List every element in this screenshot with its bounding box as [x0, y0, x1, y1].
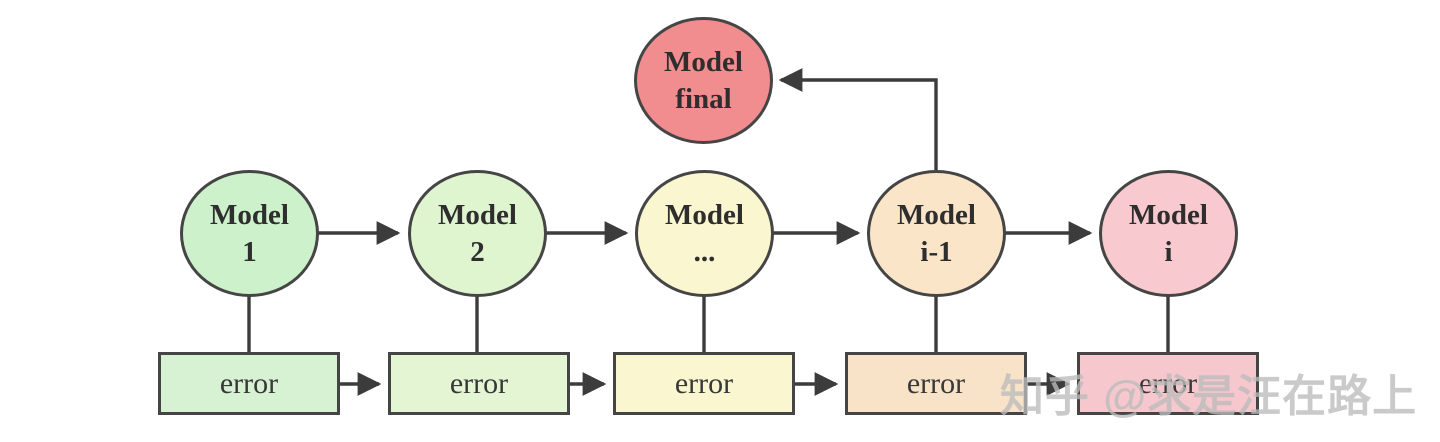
- error-box-2: error: [388, 352, 570, 415]
- model-ellipsis-label-line2: ...: [693, 235, 716, 268]
- model-final-label-line1: Model: [664, 46, 743, 79]
- error-box-2-label: error: [449, 366, 509, 400]
- model-2-label-line1: Model: [438, 199, 517, 232]
- model-final-node: Model final: [634, 17, 773, 144]
- model-final-label-line2: final: [675, 82, 732, 115]
- model-i-minus-1-label-line2: i-1: [920, 235, 953, 268]
- error-box-3-label: error: [674, 366, 734, 400]
- error-box-1: error: [158, 352, 340, 415]
- model-2-label-line2: 2: [470, 235, 485, 268]
- model-ellipsis-node: Model ...: [635, 170, 774, 297]
- model-1-node: Model 1: [180, 170, 319, 297]
- model-i-minus-1-label-line1: Model: [897, 199, 976, 232]
- error-box-5: error: [1077, 352, 1259, 415]
- model-ellipsis-label-line1: Model: [665, 199, 744, 232]
- model-1-label-line1: Model: [210, 199, 289, 232]
- model-2-node: Model 2: [408, 170, 547, 297]
- error-box-1-label: error: [219, 366, 279, 400]
- model-i-label-line2: i: [1164, 235, 1173, 268]
- model-i-minus-1-node: Model i-1: [867, 170, 1006, 297]
- error-box-4: error: [845, 352, 1027, 415]
- model-i-node: Model i: [1099, 170, 1238, 297]
- model-1-label-line2: 1: [242, 235, 257, 268]
- error-box-5-label: error: [1138, 366, 1198, 400]
- zhihu-watermark: 知乎 @求是汪在路上: [1000, 372, 1418, 421]
- model-i-label-line1: Model: [1129, 199, 1208, 232]
- arrow-model4-to-final: [778, 68, 938, 170]
- error-box-3: error: [613, 352, 795, 415]
- error-box-4-label: error: [906, 366, 966, 400]
